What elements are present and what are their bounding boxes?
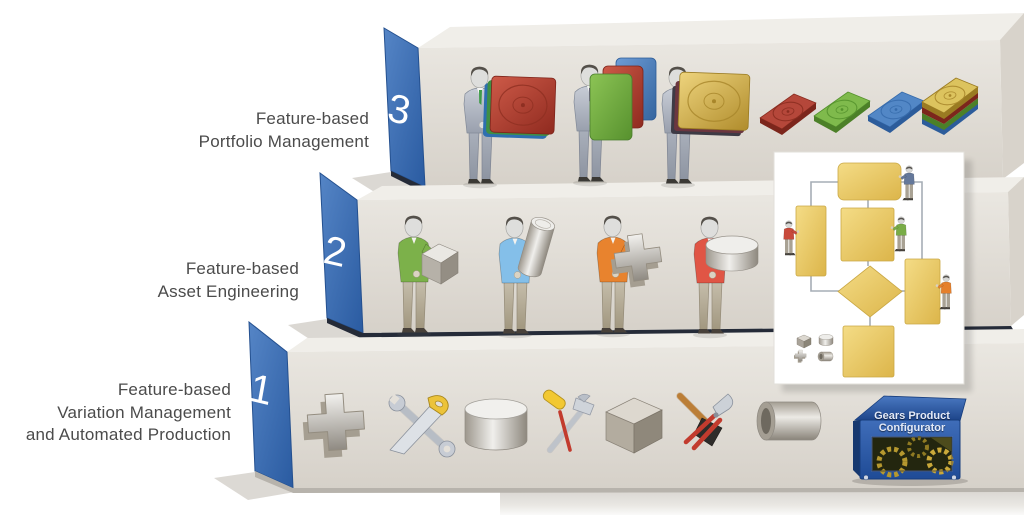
- process-box-bottom: [842, 325, 895, 378]
- box-foot-left: [863, 474, 869, 481]
- level-2-bottom-edge: [327, 318, 1014, 339]
- process-box-center: [840, 207, 895, 262]
- metal-cube: [421, 243, 459, 285]
- process-box-right: [904, 258, 941, 325]
- wrench-saw-icon: [388, 394, 456, 458]
- level-3-top-face: [418, 13, 1024, 48]
- gears-image: [871, 436, 954, 478]
- flat-slab-gold-stack: [922, 78, 978, 135]
- box-foot-right: [951, 474, 957, 481]
- level-2-label-line1: Feature-based: [185, 259, 299, 278]
- red-slab: [482, 75, 557, 139]
- mini-parts: [793, 334, 834, 363]
- level-1-shadow: [214, 472, 295, 500]
- configurator-label-line2: Configurator: [878, 422, 946, 434]
- level-1-label: Feature-based Variation Management and A…: [0, 379, 231, 447]
- configurator-label: Gears Product Configurator: [862, 410, 962, 434]
- level-3-label-line1: Feature-based: [255, 109, 369, 128]
- level-1-content: [300, 389, 822, 460]
- level-3-label-line2: Portfolio Management: [198, 131, 369, 151]
- level-1-label-line3: and Automated Production: [25, 425, 231, 444]
- metal-disc: [705, 235, 759, 272]
- flowchart-panel: [773, 151, 972, 392]
- level-2-right-face: [1008, 177, 1024, 326]
- level-3-label: Feature-based Portfolio Management: [109, 108, 369, 153]
- stacked-panels: [589, 57, 657, 141]
- flow-shapes: [795, 162, 941, 378]
- level-2-label-line2: Asset Engineering: [157, 281, 299, 301]
- pliers-brush-icon: [676, 392, 734, 451]
- metal-cylinder: [517, 217, 556, 278]
- level-1-bottom-edge: [255, 471, 1024, 493]
- level-2-label: Feature-based Asset Engineering: [39, 258, 299, 303]
- process-box-left: [795, 205, 827, 277]
- cube-part-icon: [605, 397, 663, 454]
- gears-configurator-box: [852, 395, 968, 486]
- level-1-label-line1: Feature-based: [117, 380, 231, 399]
- floor-shadow: [500, 490, 1024, 515]
- cylinder-part-icon: [464, 398, 528, 451]
- screwdriver-hammer-icon: [542, 389, 595, 454]
- level-3-content: [462, 57, 978, 189]
- level-2-content: [396, 215, 759, 339]
- tube-part-icon: [756, 401, 822, 441]
- gold-slab: [670, 71, 751, 137]
- level-3-right-face: [1000, 13, 1024, 179]
- process-box-top: [837, 162, 902, 201]
- decision-diamond: [837, 265, 903, 318]
- level-1-label-line2: Variation Management: [57, 402, 231, 422]
- configurator-label-line1: Gears Product: [874, 410, 950, 422]
